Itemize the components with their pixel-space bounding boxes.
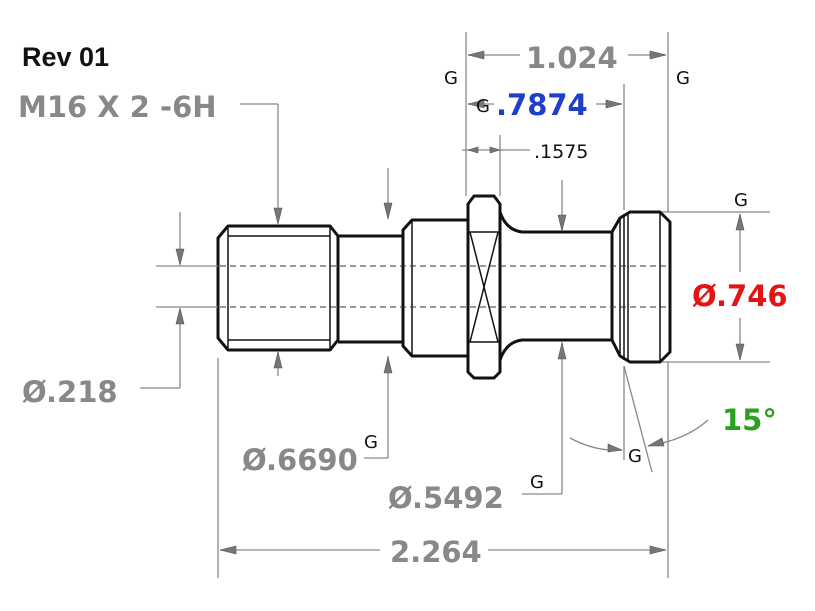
flange-cross-b <box>469 231 499 343</box>
head-diameter-dim: Ø.746 <box>692 279 788 313</box>
threaded-section <box>216 224 340 352</box>
shank-diameter-dim: Ø.5492 <box>388 481 504 515</box>
gauge-mark-head: G <box>734 190 748 211</box>
flange-width-dim: .1575 <box>534 141 588 163</box>
gauge-mark-collar: G <box>364 432 378 453</box>
hidden-bore <box>220 265 668 308</box>
annotations: Rev 01 M16 X 2 -6H 1.024 .7874 .1575 Ø.7… <box>18 41 788 569</box>
shank-section <box>498 211 614 361</box>
top-span-dim: 1.024 <box>526 41 618 75</box>
flange-section <box>466 194 502 380</box>
dimension-lines <box>140 32 770 578</box>
gauge-mark-angle: G <box>628 446 642 467</box>
revision-label: Rev 01 <box>22 42 109 72</box>
collar-diameter-dim: Ø.6690 <box>242 443 358 477</box>
gauge-mark-top-left: G <box>444 68 458 89</box>
overall-length-dim: 2.264 <box>390 535 482 569</box>
part-outline <box>216 194 672 380</box>
gauge-mark-shank: G <box>530 472 544 493</box>
head-section <box>610 210 672 364</box>
thread-callout: M16 X 2 -6H <box>18 90 217 124</box>
blue-span-dim: .7874 <box>496 88 588 122</box>
bore-diameter-dim: Ø.218 <box>22 375 118 409</box>
gauge-mark-top-right: G <box>676 68 690 89</box>
neck-section <box>338 234 405 344</box>
gauge-mark-mid: G <box>476 96 490 117</box>
angle-dim: 15° <box>722 403 777 437</box>
